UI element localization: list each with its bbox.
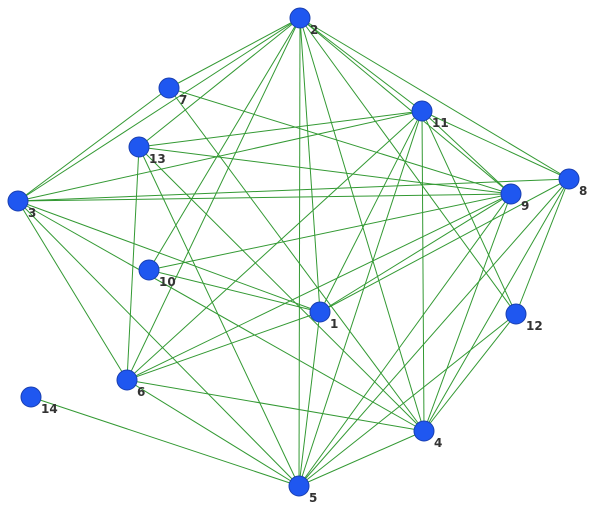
node-label: 1 [330,317,338,331]
edge-7-9 [168,87,512,195]
edge-11-12 [421,110,517,315]
edge-8-5 [298,178,570,487]
node-5: 5 [288,475,317,505]
node-3: 3 [7,190,36,220]
node-label: 10 [159,275,176,289]
edge-12-5 [298,313,517,487]
node-6: 6 [116,369,145,399]
node-circle [138,259,160,281]
edge-3-5 [17,200,300,487]
node-label: 14 [41,402,58,416]
edge-4-5 [298,430,425,487]
node-label: 4 [434,436,442,450]
edge-11-4 [421,110,425,432]
node-circle [309,301,331,323]
edge-11-1 [319,110,423,313]
node-label: 8 [579,184,587,198]
node-1: 1 [309,301,338,331]
edge-6-4 [126,379,425,432]
edge-3-4 [17,200,425,432]
edge-6-5 [126,379,300,487]
edge-9-1 [319,193,512,313]
edge-14-5 [30,396,300,487]
node-label: 6 [137,385,145,399]
node-14: 14 [20,386,58,416]
edge-9-10 [148,193,512,271]
node-12: 12 [505,303,543,333]
edge-12-4 [423,313,517,432]
node-label: 9 [521,199,529,213]
edge-8-12 [515,178,570,315]
edge-11-9 [421,110,512,195]
edge-2-13 [138,17,301,148]
edge-2-6 [126,17,301,381]
edge-9-6 [126,193,512,381]
edge-13-9 [138,146,512,195]
edge-2-3 [17,17,301,202]
node-2: 2 [289,7,318,37]
edge-7-4 [168,87,425,432]
node-label: 2 [310,23,318,37]
node-label: 3 [28,206,36,220]
edge-3-9 [17,193,512,202]
node-7: 7 [158,77,187,107]
edge-layer [17,17,570,487]
edge-2-10 [148,17,301,271]
node-label: 7 [179,93,187,107]
edge-11-5 [298,110,423,487]
node-circle [7,190,29,212]
node-circle [128,136,150,158]
edge-7-3 [17,87,170,202]
node-circle [505,303,527,325]
node-13: 13 [128,136,166,166]
edge-13-11 [138,110,423,148]
node-circle [289,7,311,29]
edge-2-9 [299,17,512,195]
node-label: 13 [149,152,166,166]
node-circle [500,183,522,205]
node-label: 11 [432,116,449,130]
node-8: 8 [558,168,587,198]
edge-2-12 [299,17,517,315]
node-circle [413,420,435,442]
node-circle [558,168,580,190]
node-circle [288,475,310,497]
edge-3-8 [17,178,570,202]
node-9: 9 [500,183,529,213]
edge-10-1 [148,269,321,313]
edge-2-11 [299,17,423,112]
node-4: 4 [413,420,442,450]
node-11: 11 [411,100,449,130]
edge-2-1 [299,17,321,313]
node-label: 5 [309,491,317,505]
edge-11-6 [126,110,423,381]
edge-11-8 [421,110,570,180]
node-circle [158,77,180,99]
edge-1-5 [298,311,321,487]
edge-8-1 [319,178,570,313]
edge-13-6 [126,146,140,381]
edge-3-1 [17,200,321,313]
edge-2-5 [298,17,301,487]
edge-8-4 [423,178,570,432]
edge-13-5 [138,146,300,487]
edge-2-4 [299,17,425,432]
node-circle [411,100,433,122]
node-circle [116,369,138,391]
node-label: 12 [526,319,543,333]
edge-9-5 [298,193,512,487]
edge-2-8 [299,17,570,180]
edge-3-11 [17,110,423,202]
edge-3-6 [17,200,128,381]
edge-1-6 [126,311,321,381]
edge-2-7 [168,17,301,89]
node-circle [20,386,42,408]
node-10: 10 [138,259,176,289]
edge-9-4 [423,193,512,432]
